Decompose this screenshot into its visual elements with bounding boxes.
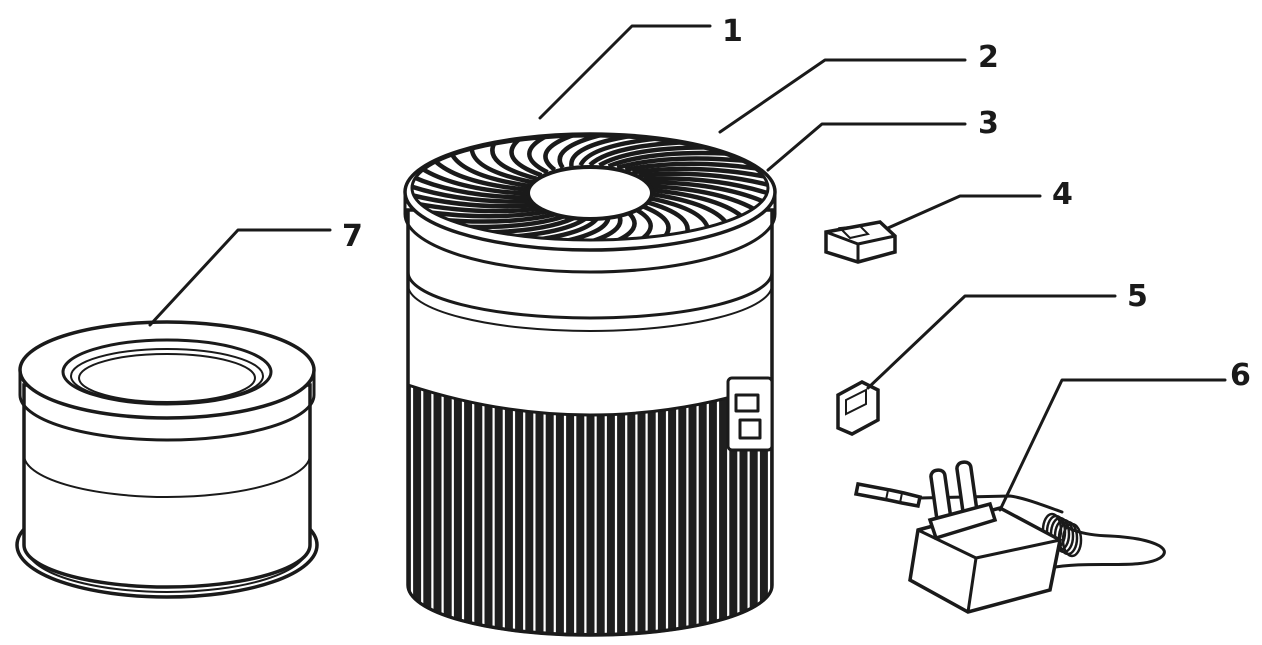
part-6-power-adapter: [853, 460, 1166, 614]
callout-6: 6: [1230, 358, 1251, 393]
fan-blade: [412, 192, 542, 209]
callout-3: 3: [978, 106, 999, 141]
fan-blade: [643, 176, 768, 197]
fan-blade: [557, 136, 605, 170]
fan-blade: [490, 141, 538, 181]
leader-line-4: [886, 194, 1042, 230]
fan-blade: [616, 156, 746, 170]
fan-blade: [569, 136, 633, 167]
callout-1: 1: [722, 14, 743, 49]
callout-2: 2: [978, 40, 999, 75]
fan-blade: [598, 145, 709, 168]
callout-7: 7: [342, 219, 363, 254]
purifier-body: [406, 208, 774, 637]
fan-blade: [607, 150, 729, 169]
leader-line-7: [148, 228, 332, 327]
part-4-clip: [824, 220, 897, 264]
leader-line-3: [766, 122, 967, 172]
fan-blade: [412, 183, 537, 204]
leader-line-2: [718, 58, 967, 134]
fan-blade: [509, 136, 543, 178]
fan-blade: [647, 180, 768, 206]
fan-blade: [578, 136, 660, 167]
callout-numbers: 1 2 3 4 5 6 7: [342, 14, 1251, 393]
fan-blade: [588, 140, 686, 167]
fan-blade: [649, 183, 760, 214]
leader-lines: [148, 24, 1227, 512]
fan-blade: [421, 207, 556, 219]
fan-blade: [412, 174, 533, 200]
fan-blade: [420, 166, 531, 197]
cable-coil-loop: [1061, 522, 1083, 558]
fan-blade: [543, 136, 577, 172]
fan-blade: [632, 166, 768, 180]
purifier-top: [403, 132, 777, 274]
leader-line-1: [538, 24, 712, 120]
fan-blade: [527, 136, 549, 175]
leader-line-5: [866, 294, 1117, 390]
fan-blade: [624, 161, 759, 173]
fan-blade: [412, 200, 548, 214]
callout-4: 4: [1052, 177, 1073, 212]
callout-5: 5: [1127, 279, 1148, 314]
fan-blade: [469, 147, 534, 185]
fan-blade: [649, 187, 747, 221]
leader-line-6: [998, 378, 1227, 512]
part-5-small-part: [836, 380, 880, 436]
fan-blade: [638, 171, 768, 188]
fan-blade: [433, 159, 531, 193]
filter-cylinder: [15, 320, 319, 599]
fan-blade: [449, 152, 532, 189]
